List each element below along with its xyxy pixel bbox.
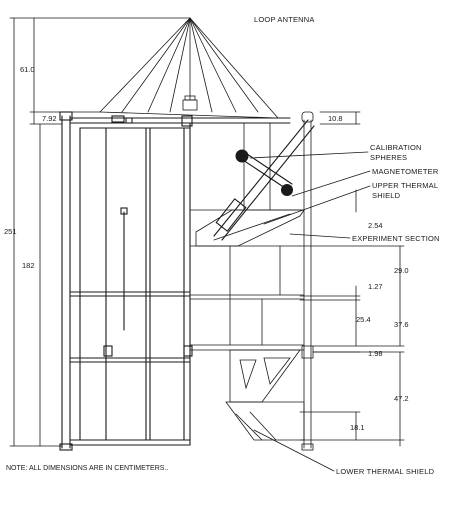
dim-182: 182 xyxy=(22,261,35,270)
dim-37-6: 37.6 xyxy=(394,320,409,329)
upper-thermal-shield-label-line2: SHIELD xyxy=(372,191,401,200)
lower-thermal-shield-label: LOWER THERMAL SHIELD xyxy=(336,467,435,476)
dim-25-4: 25.4 xyxy=(356,315,371,324)
upper-thermal-shield-label-line1: UPPER THERMAL xyxy=(372,181,438,190)
main-frame xyxy=(59,111,291,451)
loop-antenna-cone xyxy=(99,17,279,119)
magnetometer-label: MAGNETOMETER xyxy=(372,167,439,176)
dim-47-2: 47.2 xyxy=(394,394,409,403)
loop-antenna-label: LOOP ANTENNA xyxy=(254,15,315,24)
dim-29-0: 29.0 xyxy=(394,266,409,275)
dim-7-92: 7.92 xyxy=(42,114,57,123)
experiment-section-label: EXPERIMENT SECTION xyxy=(352,234,440,243)
leader-lines xyxy=(249,151,371,472)
dim-1-98: 1.98 xyxy=(368,349,383,358)
dim-10-8: 10.8 xyxy=(328,114,343,123)
dimension-lines xyxy=(9,17,405,447)
dim-18-1: 18.1 xyxy=(350,423,365,432)
experiment-section xyxy=(189,111,314,451)
calibration-spheres xyxy=(235,149,293,196)
dim-2-54: 2.54 xyxy=(368,221,383,230)
magnetometer-boom xyxy=(213,119,315,241)
calibration-spheres-label-line2: SPHERES xyxy=(370,153,407,162)
dim-61-0: 61.0 xyxy=(20,65,35,74)
dim-251: 251 xyxy=(4,227,17,236)
calibration-spheres-label-line1: CALIBRATION xyxy=(370,143,422,152)
dim-1-27: 1.27 xyxy=(368,282,383,291)
dimensions-note: NOTE: ALL DIMENSIONS ARE IN CENTIMETERS.… xyxy=(6,465,168,472)
